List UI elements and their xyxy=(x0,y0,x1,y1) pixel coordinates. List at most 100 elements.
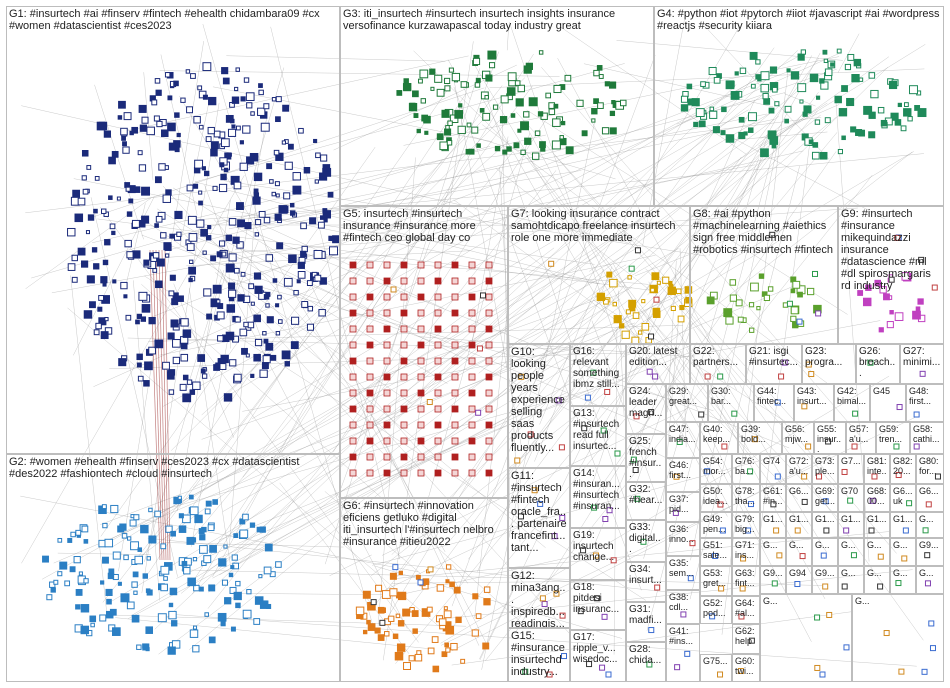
group-label: G17: ripple_v... wisedoc... xyxy=(573,632,623,665)
group-box-misc-7: G... xyxy=(916,512,944,538)
group-box-misc-10: G... xyxy=(812,538,838,566)
group-label: G1... xyxy=(789,514,809,524)
group-label: G79: big... xyxy=(735,514,757,534)
group-label: G23: progra... xyxy=(805,346,853,368)
group-box-misc-22: G... xyxy=(760,594,852,682)
group-box-g2: G2: #women #ehealth #finserv #ces2023 #c… xyxy=(6,454,340,682)
group-box-g25: G25: french #insur... xyxy=(626,434,666,482)
group-label: G60: twi... xyxy=(735,656,757,676)
group-box-g64: G64: #al... xyxy=(732,596,760,624)
group-label: G35: sem... xyxy=(669,558,697,578)
group-label: G9... xyxy=(919,540,941,550)
group-label: G22: partners... xyxy=(693,346,743,368)
group-box-g72: G72: a'u... xyxy=(786,454,812,484)
group-box-g22: G22: partners... xyxy=(690,344,746,384)
group-box-g1: G1: #insurtech #ai #finserv #fintech #eh… xyxy=(6,6,340,454)
group-label: G62: help xyxy=(735,626,757,646)
group-box-g53: G53: gret... xyxy=(700,566,732,596)
group-label: G5: insurtech #insurtech insurance #insu… xyxy=(343,208,505,244)
group-label: G55: insur... xyxy=(817,424,843,454)
group-label: G52: pod... xyxy=(703,598,729,618)
group-label: G36: inno... xyxy=(669,524,697,544)
group-label: G72: a'u... xyxy=(789,456,809,476)
group-label: G64: #al... xyxy=(735,598,757,618)
group-label: G... xyxy=(763,540,783,550)
group-box-misc-21: G... xyxy=(916,566,944,594)
group-label: G76: ba... xyxy=(735,456,757,476)
group-label: G59: tren... xyxy=(879,424,907,444)
group-box-g65: G6... xyxy=(786,484,812,512)
group-label: G1... xyxy=(763,514,783,524)
group-label: G21: isgi #insurtec... xyxy=(749,346,799,368)
group-box-g35: G35: sem... xyxy=(666,556,700,590)
group-box-misc-17: G9... xyxy=(812,566,838,594)
group-label: G82: 20... xyxy=(893,456,913,476)
group-label: G6... xyxy=(789,486,809,496)
group-label: G34: insurt... xyxy=(629,564,663,586)
group-box-g30: G30: bar... xyxy=(708,384,754,422)
group-box-g26: G26: breach... xyxy=(856,344,900,384)
group-box-g81: G81: inte... xyxy=(864,454,890,484)
group-label: G39: bold... xyxy=(741,424,779,444)
group-label: G... xyxy=(855,596,941,606)
group-label: G50: idea... xyxy=(703,486,729,506)
group-label: G14: #insuran... #insurtech #insuran... xyxy=(573,468,623,512)
group-label: G6... uk xyxy=(893,486,913,506)
group-label: G29: great... xyxy=(669,386,705,406)
group-box-g40: G40: keep... xyxy=(700,422,738,454)
group-box-misc-12: G... xyxy=(864,538,890,566)
group-box-misc-1: G1... xyxy=(760,512,786,538)
group-label: G... xyxy=(815,540,835,550)
group-label: G33: digital... xyxy=(629,522,663,555)
group-box-g82: G82: 20... xyxy=(890,454,916,484)
group-box-misc-6: G1... xyxy=(890,512,916,538)
group-label: G7: looking insurance contract samohtdic… xyxy=(511,208,687,244)
group-label: G... xyxy=(867,540,887,550)
group-label: G24: leader magn... xyxy=(629,386,663,419)
group-box-g63: G63: fint... xyxy=(732,566,760,596)
group-label: G69: get... xyxy=(815,486,835,506)
group-box-g10: G10: looking people years experience sel… xyxy=(508,344,570,468)
group-label: G71: ins... xyxy=(735,540,757,560)
group-box-g76: G76: ba... xyxy=(732,454,760,484)
group-box-g24: G24: leader magn... xyxy=(626,384,666,434)
group-box-g70: G70 xyxy=(838,484,864,512)
group-box-g33: G33: digital... xyxy=(626,520,666,562)
group-box-g21: G21: isgi #insurtec... xyxy=(746,344,802,384)
group-label: G12: mina3ang... inspiredb... readingis.… xyxy=(511,570,567,628)
group-box-g78: G78: tha... xyxy=(732,484,760,512)
group-box-misc-4: G1... xyxy=(838,512,864,538)
group-box-g17: G17: ripple_v... wisedoc... xyxy=(570,630,626,682)
group-label: G61: #in... xyxy=(763,486,783,506)
group-box-misc-8: G... xyxy=(760,538,786,566)
group-box-g29: G29: great... xyxy=(666,384,708,422)
group-label: G45 xyxy=(873,386,903,396)
group-label: G6... xyxy=(919,486,941,496)
group-box-g68: G68: 00... xyxy=(864,484,890,512)
group-box-g79: G79: big... xyxy=(732,512,760,538)
group-box-g69: G69: get... xyxy=(812,484,838,512)
group-box-g60: G60: twi... xyxy=(732,654,760,682)
group-label: G4: #python #iot #pytorch #iiot #javascr… xyxy=(657,8,941,32)
group-label: G49: pen... xyxy=(703,514,729,534)
group-box-g55: G55: insur... xyxy=(814,422,846,454)
group-label: G1... xyxy=(867,514,887,524)
group-box-misc-18: G... xyxy=(838,566,864,594)
group-label: G94 xyxy=(789,568,809,578)
group-box-g71: G71: ins... xyxy=(732,538,760,566)
group-label: G19: insurtech change... xyxy=(573,530,623,563)
group-label: G... xyxy=(919,514,941,524)
group-box-misc-19: G... xyxy=(864,566,890,594)
group-box-g36: G36: inno... xyxy=(666,522,700,556)
group-label: G7... xyxy=(841,456,861,466)
group-label: G58: cathi... xyxy=(913,424,941,444)
group-box-g11: G11: #insurtech #fintech oracle_fra... p… xyxy=(508,468,570,568)
group-label: G8: #ai #python #machinelearning #aiethi… xyxy=(693,208,835,256)
group-box-g6: G6: #insurtech #innovation eficiens getl… xyxy=(340,498,508,682)
group-box-g62: G62: help xyxy=(732,624,760,654)
group-label: G31: madfi... xyxy=(629,604,663,626)
group-box-misc-15: G9... xyxy=(760,566,786,594)
group-label: G18: pitdesi insuranc... xyxy=(573,582,623,615)
group-box-g19: G19: insurtech change... xyxy=(570,528,626,580)
group-label: G27: minimi... xyxy=(903,346,941,368)
